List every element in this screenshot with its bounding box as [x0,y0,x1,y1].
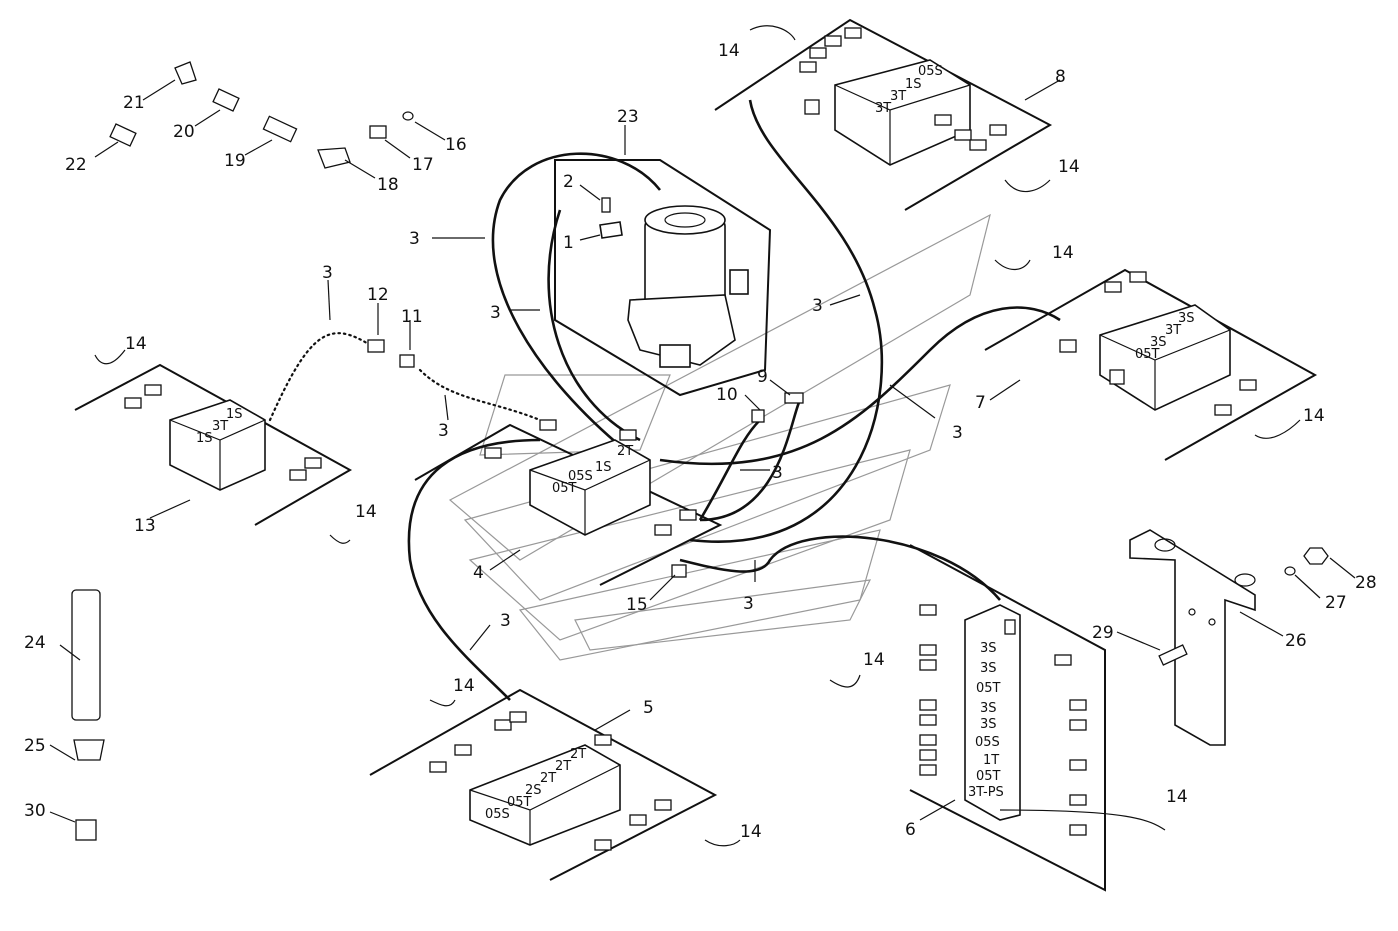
callout-3-c: 3 [812,296,823,316]
block6-seg-5: 3S [980,717,997,732]
block5-seg-3: 2T [540,771,556,786]
block6-seg-8: 05T [976,769,1001,784]
callout-22: 22 [65,155,87,175]
block5-seg-5: 05T [507,795,532,810]
callout-14-f: 14 [355,502,377,522]
block6-seg-6: 05S [975,735,1000,750]
callout-25: 25 [24,736,46,756]
callout-5: 5 [643,698,654,718]
block13-seg-3: 1S [196,431,213,446]
callout-3-f: 3 [743,594,754,614]
loose-fittings [71,61,1329,841]
callout-9: 9 [757,367,768,387]
callout-11: 11 [401,307,423,327]
callout-6: 6 [905,820,916,840]
block4-seg-2: 1S [595,460,612,475]
callout-20: 20 [173,122,195,142]
block6-seg-9: 3T-PS [968,785,1004,800]
callout-26: 26 [1285,631,1307,651]
callout-14-g: 14 [453,676,475,696]
block5-seg-2: 2T [555,759,571,774]
callout-4: 4 [473,563,484,583]
callout-27: 27 [1325,593,1347,613]
block5-seg-4: 2S [525,783,542,798]
callout-2: 2 [563,172,574,192]
callout-15: 15 [626,595,648,615]
callout-3-b: 3 [490,303,501,323]
leader-lines [49,25,1356,847]
callout-3-g: 3 [500,611,511,631]
block6-seg-3: 05T [976,681,1001,696]
callout-16: 16 [445,135,467,155]
callout-14-h: 14 [740,822,762,842]
callout-23: 23 [617,107,639,127]
block8-seg-4: 3T [875,101,891,116]
callout-14-a: 14 [718,41,740,61]
callout-14-d: 14 [1303,406,1325,426]
callout-12: 12 [367,285,389,305]
distributor-block-5: 2T 2T 2T 2S 05T 05S [369,688,718,881]
block4-seg-3: 05S [568,469,593,484]
distributor-block-8: 05S 1S 3T 3T [714,18,1053,211]
block7-seg-1: 3S [1178,311,1195,326]
block4-seg-4: 05T [552,481,577,496]
callout-21: 21 [123,93,145,113]
callout-labels: 2 1 23 3 3 3 3 3 3 3 3 3 12 11 10 9 4 15… [24,41,1377,842]
callout-1: 1 [563,233,574,253]
callout-19: 19 [224,151,246,171]
distributor-block-6: 3S 3S 05T 3S 3S 05S 1T 05T 3T-PS [909,544,1106,892]
block7-seg-4: 05T [1135,347,1160,362]
callout-10: 10 [716,385,738,405]
callout-3-a: 3 [409,229,420,249]
callout-24: 24 [24,633,46,653]
hose-lines [268,99,1061,701]
callout-29: 29 [1092,623,1114,643]
mounting-bracket-26 [1129,529,1256,746]
callout-3-e: 3 [772,463,783,483]
block8-seg-2: 1S [905,77,922,92]
block13-seg-2: 3T [212,419,228,434]
block6-seg-1: 3S [980,641,997,656]
grease-pump-assembly [554,159,772,397]
callout-3-i: 3 [438,421,449,441]
callout-13: 13 [134,516,156,536]
callout-14-b: 14 [1058,157,1080,177]
block6-seg-2: 3S [980,661,997,676]
block8-seg-1: 05S [918,64,943,79]
block8-seg-3: 3T [890,89,906,104]
callout-14-e: 14 [125,334,147,354]
callout-8: 8 [1055,67,1066,87]
distributor-block-4: 2T 1S 05S 05T [367,339,804,586]
block4-seg-1: 2T [617,444,633,459]
callout-14-j: 14 [1166,787,1188,807]
block6-seg-7: 1T [983,753,999,768]
callout-3-h: 3 [322,263,333,283]
block5-seg-1: 2T [570,747,586,762]
callout-3-d: 3 [952,423,963,443]
distributor-block-13: 1S 3T 1S [74,363,353,526]
callout-28: 28 [1355,573,1377,593]
distributor-block-7: 3S 3T 3S 05T [984,268,1318,461]
block13-seg-1: 1S [226,407,243,422]
callout-14-i: 14 [863,650,885,670]
block6-seg-4: 3S [980,701,997,716]
callout-14-c: 14 [1052,243,1074,263]
callout-30: 30 [24,801,46,821]
callout-17: 17 [412,155,434,175]
block7-seg-2: 3T [1165,323,1181,338]
callout-7: 7 [975,393,986,413]
callout-18: 18 [377,175,399,195]
block7-seg-3: 3S [1150,335,1167,350]
block5-seg-6: 05S [485,807,510,822]
